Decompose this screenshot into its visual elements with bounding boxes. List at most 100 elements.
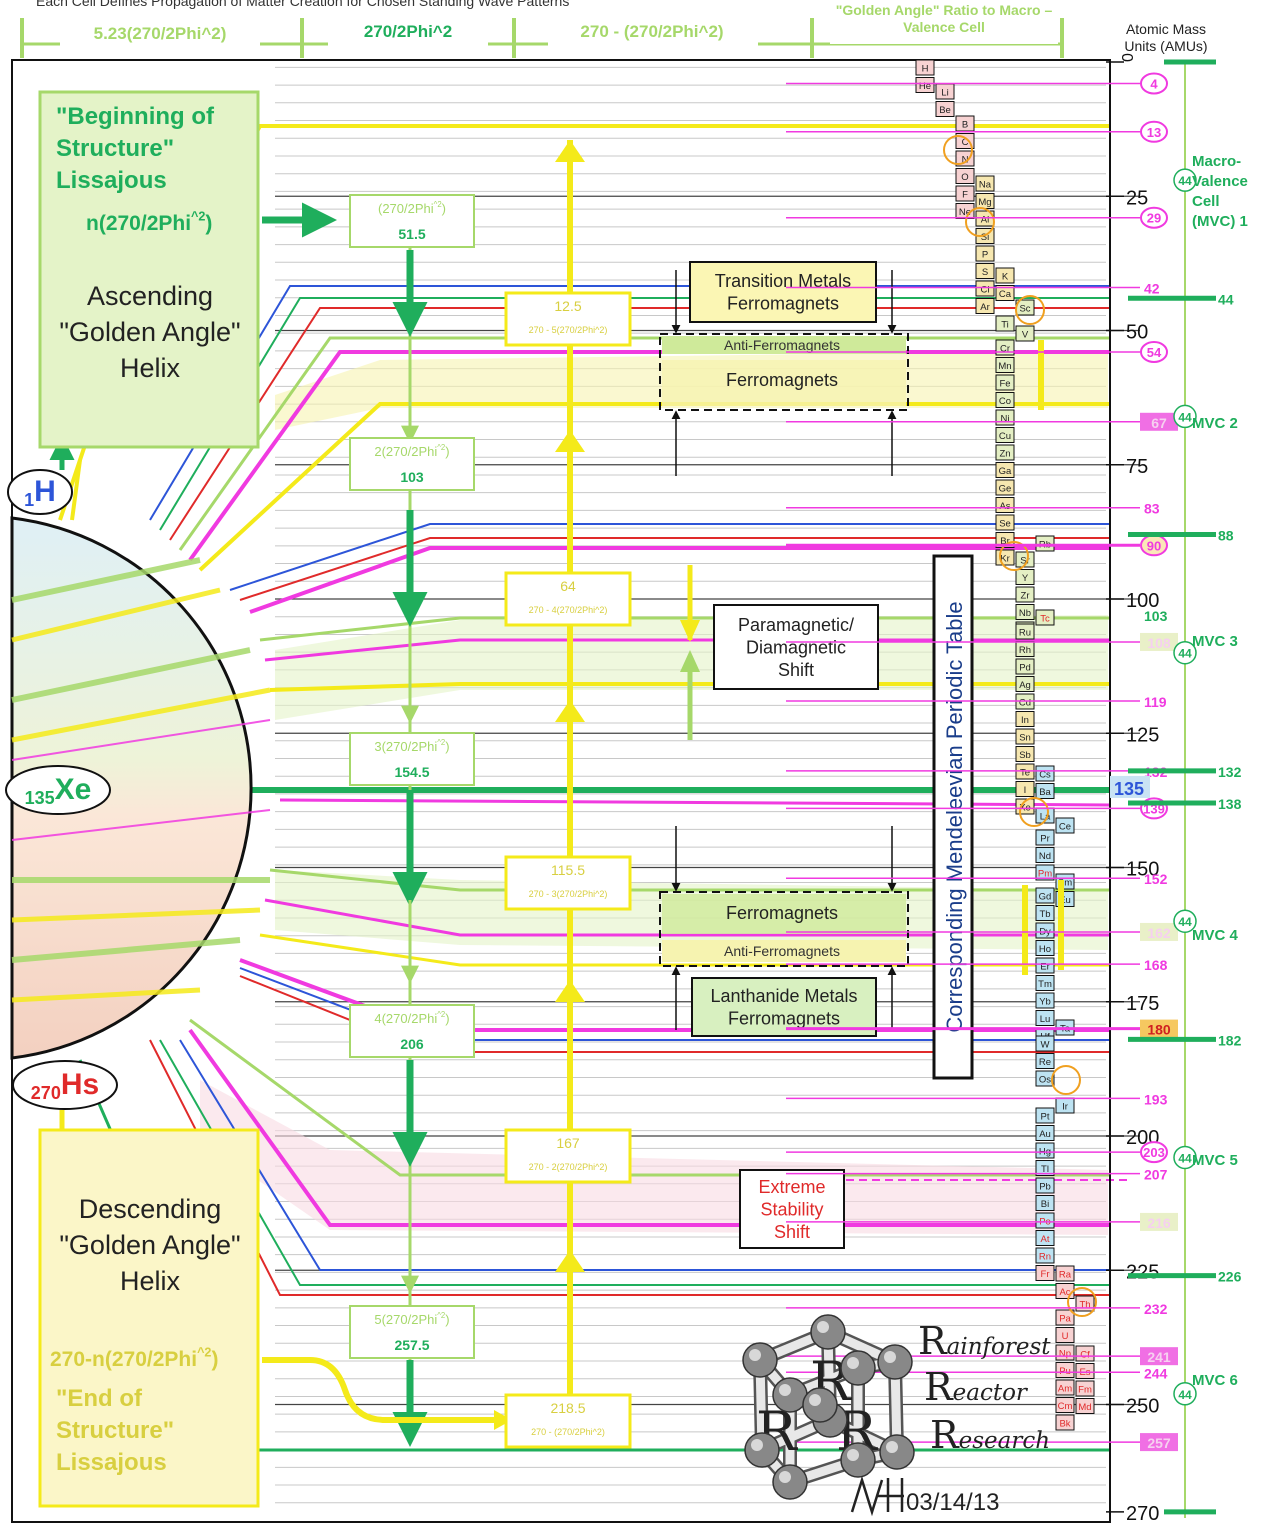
- yellow-up-arrowhead: [555, 1250, 585, 1272]
- element-symbol: Bk: [1059, 1419, 1070, 1430]
- element-symbol: Er: [1040, 962, 1050, 973]
- mvc-label: MVC 5: [1192, 1152, 1238, 1169]
- element-symbol: Yb: [1039, 997, 1051, 1008]
- element-symbol: Ni: [1001, 414, 1010, 425]
- logo-signature: [850, 1475, 904, 1517]
- element-symbol: Ir: [1062, 1102, 1068, 1113]
- helix-ray: [149, 1039, 1110, 1296]
- element-tile: [975, 280, 995, 297]
- element-symbol: Tm: [1038, 979, 1052, 990]
- element-tile: [995, 427, 1015, 443]
- element-tile: [1075, 1398, 1095, 1414]
- element-symbol: Tl: [1041, 1164, 1049, 1175]
- element-symbol: Nd: [1039, 851, 1051, 862]
- anti-ferro-bot-text: Anti-Ferromagnets: [724, 943, 840, 959]
- mvc-node-label: 132: [1218, 764, 1242, 780]
- green-formula-box: [349, 1305, 475, 1359]
- element-symbol: At: [1041, 1234, 1050, 1245]
- end-text: Structure": [56, 1417, 174, 1444]
- element-tile: [1035, 940, 1055, 956]
- element-tile: [1015, 604, 1035, 620]
- band: [200, 1080, 1108, 1235]
- element-tile: [995, 497, 1015, 513]
- element-tile: [1075, 1380, 1095, 1397]
- magenta-mark-label: 4: [1150, 76, 1158, 91]
- magenta-mark-label: 29: [1147, 211, 1161, 226]
- magenta-box: [1140, 1019, 1178, 1038]
- paramagnetic-shift-text: Diamagnetic: [746, 637, 846, 657]
- magenta-circle: [1140, 120, 1168, 143]
- element-symbol: Cl: [981, 285, 990, 296]
- ferro-top-text: Ferromagnets: [726, 370, 838, 390]
- helix-ray: [188, 1028, 1110, 1227]
- element-tile: [1035, 1177, 1055, 1194]
- element-tile: [995, 444, 1015, 461]
- element-symbol: Ru: [1019, 628, 1031, 639]
- mvc-spacing-label: 44: [1178, 1388, 1192, 1402]
- helix-ray: [239, 537, 1110, 601]
- left-panel: "Beginning ofStructure"Lissajousn(270/2P…: [38, 90, 260, 1508]
- element-symbol: Gd: [1039, 892, 1052, 903]
- element-symbol: La: [1040, 812, 1051, 823]
- magenta-mark-label: 108: [1147, 635, 1171, 651]
- amu-scale: 0255075100125150175200225250270413294254…: [786, 53, 1178, 1525]
- element-tile: [995, 285, 1015, 301]
- scale-tick-label: 100: [1126, 590, 1159, 612]
- element-symbol: Ne: [959, 207, 971, 218]
- magenta-mark-label: 168: [1144, 957, 1168, 973]
- element-tile: [1055, 1327, 1075, 1343]
- element-symbol: Cs: [1039, 770, 1051, 781]
- mvc1-label: Cell: [1192, 193, 1220, 210]
- magenta-mark-label: 13: [1147, 125, 1161, 140]
- element-tile: [1035, 1053, 1055, 1069]
- element-tile: [955, 150, 975, 167]
- element-tile: [1055, 817, 1075, 834]
- para-yellow-head: [680, 620, 700, 642]
- element-symbol: Kr: [1000, 554, 1010, 565]
- element-tile: [1055, 1309, 1075, 1326]
- transition-metals-text: Ferromagnets: [727, 294, 839, 314]
- ascending-panel: [38, 90, 260, 449]
- paramagnetic-shift-box: [713, 604, 879, 690]
- element-symbol: Md: [1078, 1402, 1091, 1413]
- vertical-title: Corresponding Mendeleevian Periodic Tabl…: [942, 601, 967, 1032]
- logo-ball: [772, 1464, 808, 1500]
- element-tile: [1015, 781, 1035, 797]
- magenta-box: [1140, 1212, 1178, 1231]
- element-tile: [1035, 992, 1055, 1009]
- scale-tick-label: 125: [1126, 724, 1159, 746]
- magenta-mark-label: 54: [1147, 345, 1162, 360]
- element-tile: [1015, 746, 1035, 762]
- header-dimension-bars: 5.23(270/2Phi^2) 270/2Phi^2 270 - (270/2…: [20, 2, 1208, 58]
- mvc-spacing-circle: [1173, 404, 1197, 429]
- element-symbol: Co: [999, 396, 1011, 407]
- element-symbol: W: [1041, 1040, 1050, 1051]
- sphere-ray: [11, 987, 201, 1003]
- element-tile: [1015, 676, 1035, 692]
- mvc-label: MVC 4: [1192, 927, 1239, 944]
- logo-ball-highlight: [817, 1321, 829, 1333]
- para-green-head: [680, 650, 700, 672]
- element-symbol: Cm: [1058, 1401, 1073, 1412]
- element-tile: [955, 185, 975, 202]
- xenon-node-oval: [5, 765, 111, 815]
- anti-ferro-bot-fill: [662, 940, 906, 962]
- magenta-mark-label: 180: [1147, 1022, 1171, 1038]
- element-tile: [1015, 728, 1035, 745]
- mvc-node-label: 88: [1218, 528, 1234, 544]
- mvc-node-label: 226: [1218, 1269, 1242, 1285]
- mvc-spacing-circle: [1173, 1145, 1197, 1170]
- element-tile: [995, 514, 1015, 531]
- ascending-text: Ascending: [87, 281, 213, 311]
- element-tile: [995, 267, 1015, 284]
- mvc-spacing-label: 44: [1178, 174, 1192, 188]
- mvc-label: MVC 6: [1192, 1372, 1238, 1389]
- sphere-ray: [11, 719, 271, 761]
- magenta-mark-label: 244: [1144, 1365, 1168, 1381]
- element-symbol: Se: [999, 519, 1011, 530]
- logo-ball-highlight: [749, 1349, 761, 1361]
- element-symbol: Ho: [1039, 944, 1051, 955]
- element-symbol: Ar: [980, 302, 990, 313]
- ferro-marker: [1038, 340, 1044, 410]
- logo-date: 03/14/13: [906, 1489, 999, 1516]
